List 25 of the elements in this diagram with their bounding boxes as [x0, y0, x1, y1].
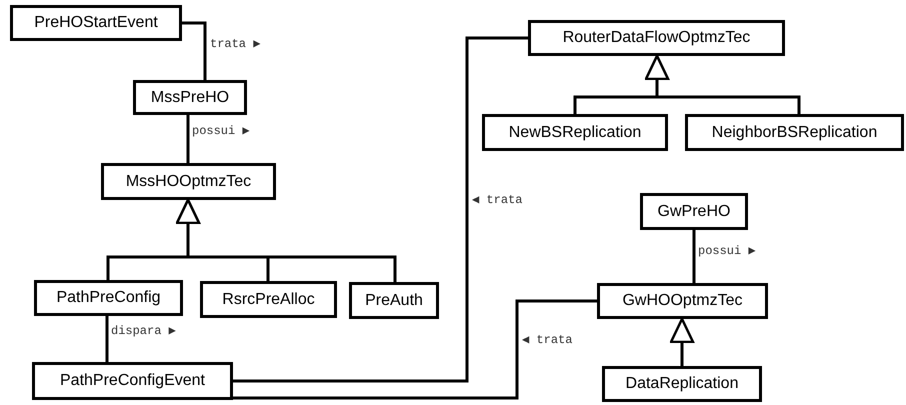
class-box: GwPreHO	[640, 193, 748, 230]
association-line	[186, 115, 190, 163]
generalization-arrow	[644, 54, 800, 114]
association-line	[233, 36, 528, 382]
class-box: PathPreConfigEvent	[32, 362, 233, 400]
class-box: MssHOOptmzTec	[101, 163, 276, 200]
edge-label: possui ▶	[191, 124, 251, 138]
association-line	[233, 300, 597, 400]
association-line	[182, 22, 206, 80]
class-box: PathPreConfig	[34, 280, 183, 316]
class-box: NeighborBSReplication	[685, 114, 904, 151]
class-box: DataReplication	[602, 366, 762, 402]
generalization-arrow	[176, 198, 396, 282]
class-box: PreAuth	[349, 282, 439, 319]
generalization-arrow	[670, 318, 694, 366]
class-box: NewBSReplication	[482, 114, 668, 151]
association-line	[692, 230, 696, 283]
association-line	[106, 316, 108, 362]
edge-label: possui ▶	[697, 244, 757, 258]
class-box: GwHOOptmzTec	[597, 283, 768, 319]
class-box: MssPreHO	[133, 80, 247, 115]
class-box: PreHOStartEvent	[10, 5, 182, 41]
edge-label: dispara ▶	[110, 324, 177, 338]
class-box: RsrcPreAlloc	[200, 281, 337, 318]
class-box: RouterDataFlowOptmzTec	[528, 20, 785, 56]
